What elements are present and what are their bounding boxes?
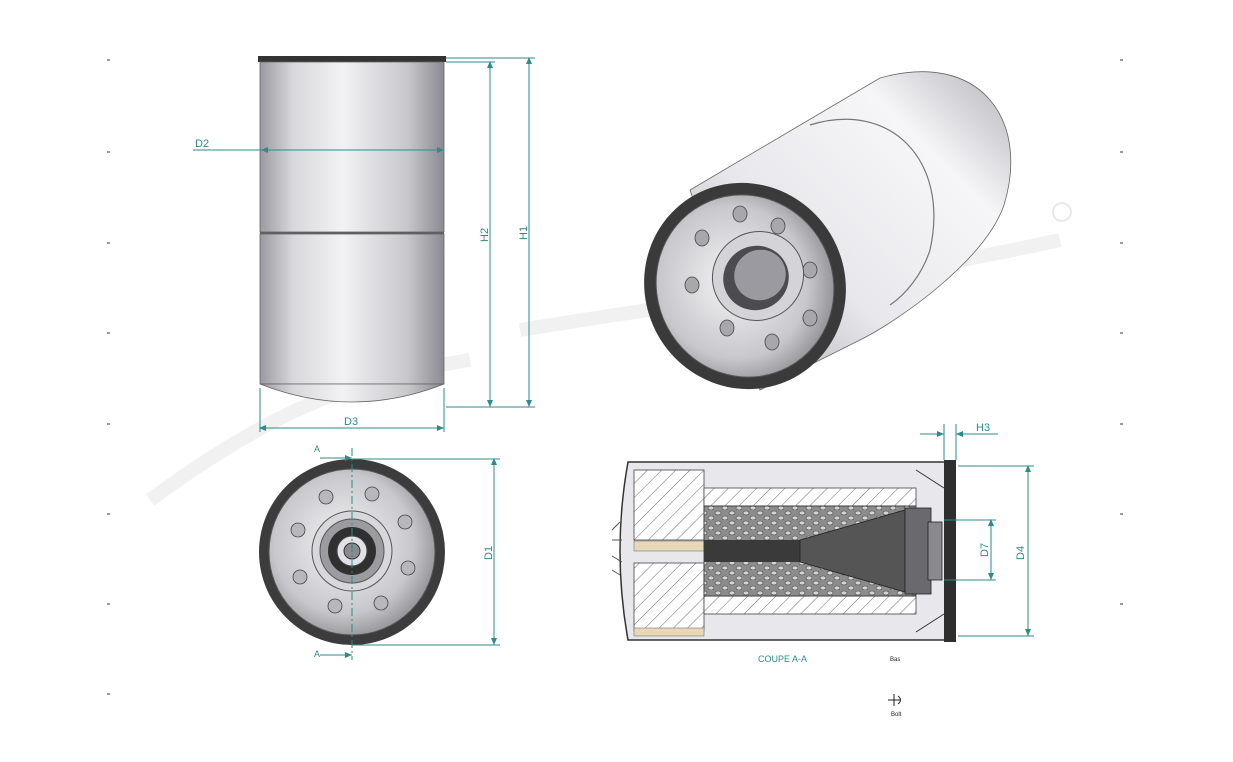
- plate-holes: [290, 486, 416, 614]
- logo-note: Bolt: [891, 712, 902, 718]
- small-note: Bas: [890, 657, 900, 663]
- section-view: [611, 460, 956, 642]
- registered-mark-icon: [1052, 202, 1072, 222]
- h1-label: H1: [518, 226, 530, 240]
- front-dimensions: [193, 57, 535, 432]
- d7-label: D7: [979, 543, 991, 557]
- d3-label: D3: [344, 416, 358, 428]
- front-view: [258, 56, 446, 403]
- h2-label: H2: [479, 228, 491, 242]
- sheet-frame: [107, 59, 1123, 695]
- isometric-view: [644, 71, 1012, 391]
- iso-plate-holes: [684, 205, 818, 351]
- section-mark-bottom: A: [314, 649, 320, 659]
- section-mark-top: A: [314, 444, 320, 454]
- fitting-symbol-icon: [888, 694, 901, 706]
- section-line: [320, 448, 500, 660]
- section-title: COUPE A-A: [758, 654, 807, 664]
- d1-label: D1: [483, 546, 495, 560]
- d2-label: D2: [195, 138, 209, 150]
- drain-valve: [611, 521, 623, 576]
- d4-label: D4: [1015, 546, 1027, 560]
- h3-label: H3: [976, 422, 990, 434]
- section-dimensions: [920, 424, 1034, 637]
